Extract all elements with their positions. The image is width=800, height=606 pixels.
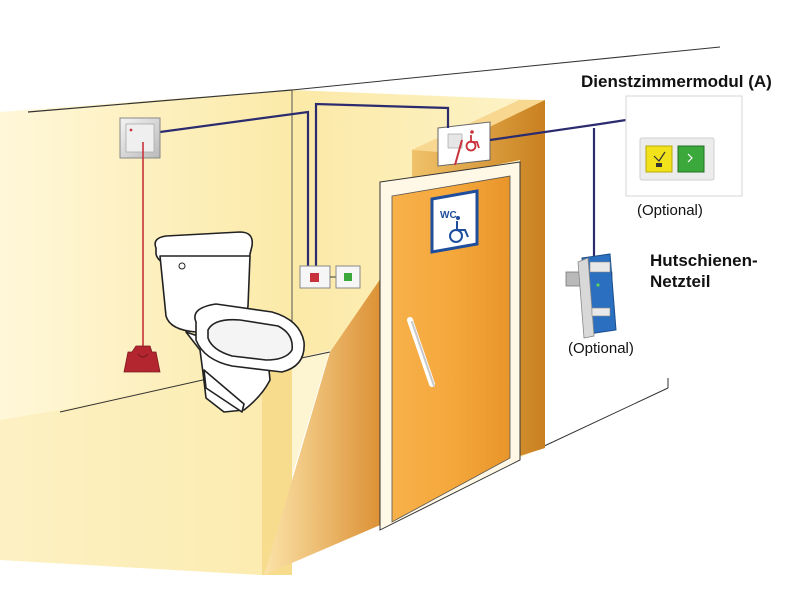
cable-ceiling-switch (159, 110, 310, 268)
door-panel (391, 175, 511, 523)
open-door-leaf (264, 262, 392, 575)
door-sign: WC (430, 189, 479, 254)
floor-line-right (539, 387, 669, 449)
dienstzimmermodul-panel (625, 95, 743, 197)
wheelchair-icon (465, 130, 480, 152)
din-rail-power-supply (565, 253, 617, 339)
module-optional-label: (Optional) (637, 202, 703, 219)
psu-title: Hutschienen- Netzteil (650, 250, 758, 292)
cable-indicator (314, 102, 450, 268)
reset-icon (687, 153, 693, 163)
psu-title-line1: Hutschienen- (650, 251, 758, 270)
ceiling-line-right (291, 46, 721, 91)
psu-optional-label: (Optional) (568, 340, 634, 357)
module-title: Dienstzimmermodul (A) (581, 72, 772, 91)
ceiling-pull-switch (119, 117, 161, 159)
psu-title-line2: Netzteil (650, 272, 711, 291)
door-handle (407, 317, 435, 387)
ceiling-line-left (27, 89, 293, 113)
wall-call-buttons (299, 265, 361, 289)
cabling (159, 102, 627, 268)
pull-cord-handle (123, 345, 161, 373)
cable-module (489, 118, 627, 142)
door-indicator-light (437, 121, 491, 167)
wheelchair-icon (449, 216, 469, 243)
module-yellow-button (645, 145, 673, 173)
acknowledge-icon (653, 151, 666, 167)
door-sign-label: WC (440, 210, 457, 221)
toilet (154, 231, 305, 413)
door-header-block (412, 100, 545, 456)
door-handle-shade (411, 321, 435, 387)
